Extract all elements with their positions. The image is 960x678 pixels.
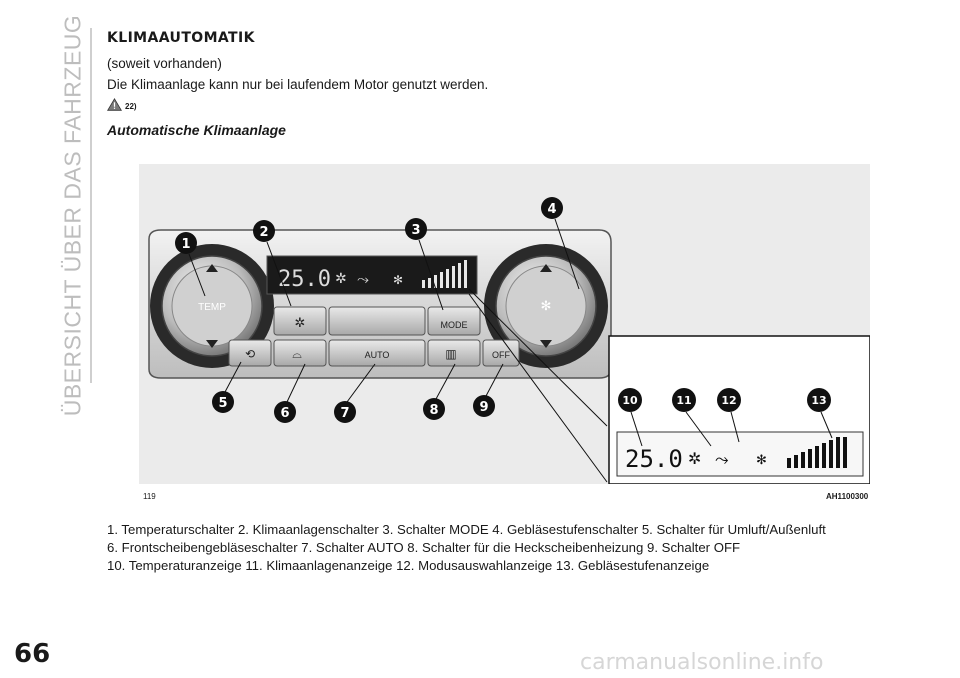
subheading: Automatische Klimaanlage: [107, 122, 286, 138]
off-button[interactable]: OFF: [482, 339, 520, 367]
callout-12: 12: [717, 388, 741, 412]
callout-4: 4: [541, 197, 563, 219]
inset-ac-icon: ✲: [688, 449, 701, 468]
svg-text:10: 10: [622, 394, 638, 407]
ac-snowflake-icon: ✲: [295, 316, 306, 331]
svg-text:6: 6: [280, 406, 289, 421]
svg-text:2: 2: [259, 225, 268, 240]
up-arrow-icon: [540, 264, 552, 272]
callout-13: 13: [807, 388, 831, 412]
display-temperature: 25.0: [278, 267, 331, 292]
recirculation-button[interactable]: ⟲: [228, 339, 272, 367]
warning-reference: 22): [107, 98, 137, 111]
chapter-side-title: ÜBERSICHT ÜBER DAS FAHRZEUG: [59, 14, 86, 416]
callout-11: 11: [672, 388, 696, 412]
rear-window-heater-icon: ▥: [445, 347, 456, 361]
auto-button[interactable]: AUTO: [328, 339, 426, 367]
inset-leader-lines: [468, 288, 608, 483]
front-defrost-button[interactable]: ⌓: [273, 339, 327, 367]
figure-code: AH1100300: [826, 492, 869, 501]
inset-temperature: 25.0: [625, 445, 683, 473]
mode-button-label: MODE: [441, 320, 468, 330]
figure-number: 119: [143, 492, 156, 501]
inset-fan-level-bars: [787, 437, 847, 468]
inset-fan-icon: ✻: [756, 453, 767, 468]
legend-line-1: 1. Temperaturschalter 2. Klimaanlagensch…: [107, 522, 826, 537]
inset-display: 25.0 ✲ ⤳ ✻: [608, 335, 870, 484]
climate-panel-figure: TEMP ✻ 25.0 ✲ ⤳ ✻: [139, 164, 870, 484]
fan-level-bars: [422, 260, 467, 288]
legend-line-2: 6. Frontscheibengebläseschalter 7. Schal…: [107, 540, 741, 555]
fan-speed-knob[interactable]: ✻: [484, 244, 608, 368]
svg-text:4: 4: [547, 202, 556, 217]
svg-text:9: 9: [479, 400, 488, 415]
recirculation-car-icon: ⟲: [245, 347, 255, 361]
inset-mode-icon: ⤳: [715, 450, 729, 470]
auto-button-label: AUTO: [365, 350, 390, 360]
climate-panel-illustration: TEMP ✻ 25.0 ✲ ⤳ ✻: [148, 197, 870, 484]
callout-3: 3: [405, 218, 427, 240]
callout-2: 2: [253, 220, 275, 242]
chapter-divider: [90, 28, 92, 383]
svg-text:7: 7: [340, 406, 349, 421]
callout-7: 7: [334, 401, 356, 423]
warning-triangle-icon: [107, 98, 122, 111]
svg-text:5: 5: [218, 396, 227, 411]
lcd-display: 25.0 ✲ ⤳ ✻: [266, 255, 478, 295]
callout-6: 6: [274, 401, 296, 423]
callout-5: 5: [212, 391, 234, 413]
down-arrow-icon: [540, 340, 552, 348]
callout-8: 8: [423, 398, 445, 420]
svg-text:11: 11: [676, 394, 691, 407]
mode-button[interactable]: MODE: [427, 306, 481, 336]
off-button-label: OFF: [492, 350, 510, 360]
fan-icon: ✻: [541, 299, 552, 314]
down-arrow-icon: [206, 340, 218, 348]
mode-indicator-icon: ⤳: [357, 270, 369, 288]
callout-1: 1: [175, 232, 197, 254]
fan-indicator-icon: ✻: [393, 273, 403, 287]
svg-text:12: 12: [721, 394, 736, 407]
svg-text:1: 1: [181, 237, 190, 252]
watermark: carmanualsonline.info: [580, 650, 824, 675]
intro-text: Die Klimaanlage kann nur bei laufendem M…: [107, 77, 489, 92]
center-blank-panel: [328, 306, 426, 336]
section-title: KLIMAAUTOMATIK: [107, 30, 255, 46]
callout-leaders: [188, 218, 833, 447]
svg-text:13: 13: [811, 394, 826, 407]
temp-knob[interactable]: TEMP: [150, 244, 274, 368]
windshield-defrost-icon: ⌓: [292, 347, 302, 361]
ac-indicator-icon: ✲: [335, 271, 347, 287]
up-arrow-icon: [206, 264, 218, 272]
svg-text:8: 8: [429, 403, 438, 418]
svg-text:3: 3: [411, 223, 420, 238]
legend-line-3: 10. Temperaturanzeige 11. Klimaanlagenan…: [107, 558, 710, 573]
rear-defrost-button[interactable]: ▥: [427, 339, 481, 367]
callout-10: 10: [618, 388, 642, 412]
warning-ref-number: 22): [125, 102, 137, 111]
temp-knob-label: TEMP: [198, 302, 226, 313]
page-number: 66: [14, 639, 51, 669]
callout-9: 9: [473, 395, 495, 417]
availability-note: (soweit vorhanden): [107, 56, 222, 71]
ac-button[interactable]: ✲: [273, 306, 327, 336]
